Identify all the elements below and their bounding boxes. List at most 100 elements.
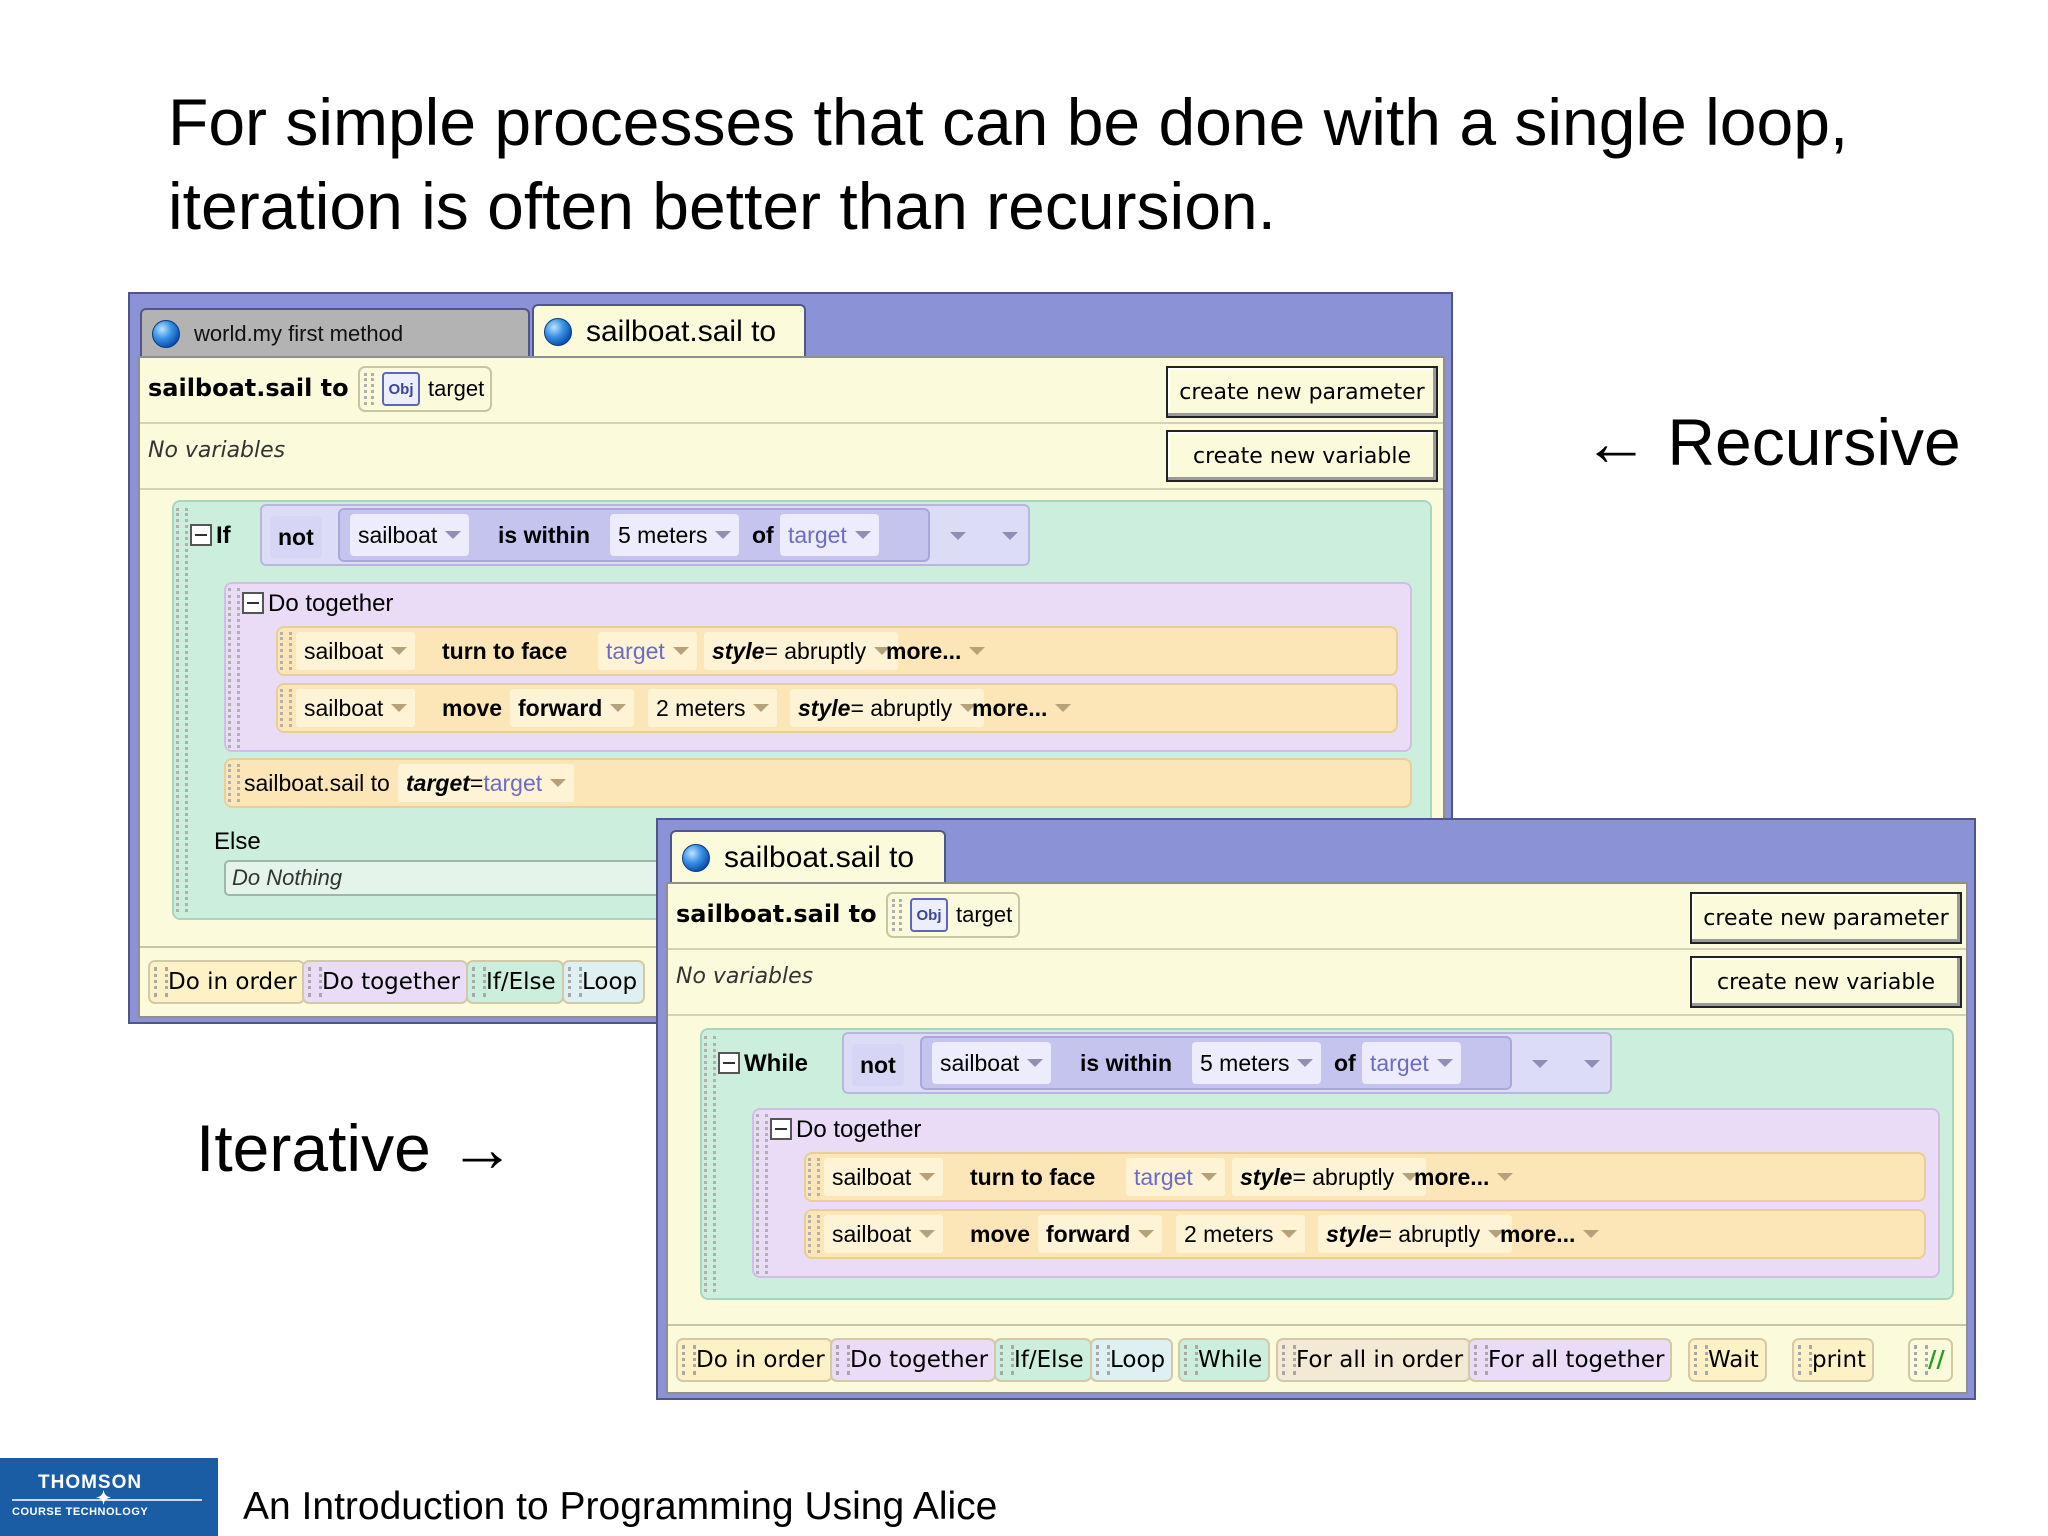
statement-object-dropdown[interactable]: sailboat [824, 1158, 944, 1196]
condition-expression[interactable]: not sailboat is within 5 meters of targe… [260, 504, 1030, 566]
style-dropdown[interactable]: style = abruptly [1232, 1158, 1427, 1196]
dropdown-arrow-icon [445, 531, 462, 539]
target-dropdown[interactable]: target [780, 514, 879, 556]
while-block[interactable]: While not sailboat is within 5 meters of… [700, 1028, 1954, 1300]
object-icon: Obj [910, 898, 948, 932]
condition-expression[interactable]: not sailboat is within 5 meters of targe… [842, 1032, 1612, 1094]
distance-dropdown[interactable]: 5 meters [610, 514, 740, 556]
while-control[interactable]: While [1178, 1338, 1271, 1382]
target-dropdown[interactable]: target [1362, 1042, 1461, 1084]
print-control[interactable]: print [1792, 1338, 1875, 1382]
statement-object-dropdown[interactable]: sailboat [296, 689, 416, 727]
drag-grip-icon [704, 1036, 716, 1292]
dropdown-arrow-icon [1583, 1230, 1600, 1238]
create-new-variable-button[interactable]: create new variable [1690, 956, 1962, 1008]
loop-control[interactable]: Loop [562, 960, 646, 1004]
condition-object-dropdown[interactable]: sailboat [932, 1042, 1052, 1084]
parameter-name: target [956, 902, 1013, 927]
iterative-label: Iterative → [196, 1111, 516, 1185]
parameter-name: target [428, 376, 485, 401]
move-forward-statement[interactable]: sailboat move forward 2 meters style = a… [804, 1209, 1926, 1259]
not-operator[interactable]: not [852, 1044, 904, 1086]
else-keyword: Else [214, 828, 261, 855]
turn-to-face-statement[interactable]: sailboat turn to face target style = abr… [276, 626, 1398, 676]
target-dropdown[interactable]: target [598, 632, 697, 670]
condition-object-dropdown[interactable]: sailboat [350, 514, 470, 556]
parameter-target[interactable]: Obj target [886, 892, 1021, 938]
amount-dropdown[interactable]: 2 meters [1176, 1215, 1306, 1253]
statement-object-dropdown[interactable]: sailboat [824, 1215, 944, 1253]
do-together-block[interactable]: Do together sailboat turn to face target… [752, 1108, 1940, 1278]
direction-dropdown[interactable]: forward [510, 689, 635, 727]
if-else-control[interactable]: If/Else [466, 960, 564, 1004]
turn-to-face-statement[interactable]: sailboat turn to face target style = abr… [804, 1152, 1926, 1202]
loop-control[interactable]: Loop [1090, 1338, 1174, 1382]
dropdown-arrow-icon [1138, 1230, 1155, 1238]
dropdown-arrow-icon [1200, 1173, 1217, 1181]
object-icon: Obj [382, 372, 420, 406]
create-new-variable-button[interactable]: create new variable [1166, 430, 1438, 482]
dropdown-arrow-icon [969, 647, 986, 655]
statement-action: move [442, 694, 503, 721]
comment-control[interactable]: // [1908, 1338, 1953, 1382]
more-dropdown[interactable]: more... [1406, 1158, 1521, 1196]
style-dropdown[interactable]: style = abruptly [704, 632, 899, 670]
dropdown-arrow-icon [1488, 1230, 1505, 1238]
move-forward-statement[interactable]: sailboat move forward 2 meters style = a… [276, 683, 1398, 733]
dropdown-arrow-icon [1297, 1059, 1314, 1067]
create-new-parameter-button[interactable]: create new parameter [1166, 366, 1438, 418]
target-dropdown[interactable]: target [1126, 1158, 1225, 1196]
dropdown-arrow-icon [960, 704, 977, 712]
drag-grip-icon [892, 899, 902, 931]
recursive-call-statement[interactable]: sailboat.sail to target = target [224, 758, 1412, 808]
drag-grip-icon [808, 1158, 820, 1196]
style-dropdown[interactable]: style = abruptly [790, 689, 985, 727]
do-together-control[interactable]: Do together [302, 960, 469, 1004]
do-together-label: Do together [796, 1116, 922, 1143]
is-within-expression[interactable]: sailboat is within 5 meters of target [338, 508, 930, 562]
more-dropdown[interactable]: more... [878, 632, 993, 670]
statement-action: turn to face [442, 637, 568, 664]
tab-sailboat-sail-to[interactable]: sailboat.sail to [670, 830, 946, 884]
collapse-minus-icon[interactable] [242, 592, 264, 614]
dropdown-arrow-icon[interactable] [1584, 1060, 1600, 1068]
more-dropdown[interactable]: more... [964, 689, 1079, 727]
method-header: sailboat.sail to Obj target create new p… [668, 884, 1966, 950]
do-together-block[interactable]: Do together sailboat turn to face target… [224, 582, 1412, 752]
dropdown-arrow-icon [610, 704, 627, 712]
iterative-editor-window: sailboat.sail to sailboat.sail to Obj ta… [656, 818, 1976, 1400]
slide-title: For simple processes that can be done wi… [168, 85, 1849, 243]
no-variables-label: No variables [148, 438, 286, 463]
dropdown-arrow-icon[interactable] [1532, 1060, 1548, 1068]
tab-world-my-first-method[interactable]: world.my first method [140, 308, 530, 358]
is-within-expression[interactable]: sailboat is within 5 meters of target [920, 1036, 1512, 1090]
thomson-logo: THOMSON ✦ COURSE TECHNOLOGY [0, 1458, 218, 1536]
statement-object-dropdown[interactable]: sailboat [296, 632, 416, 670]
parameter-dropdown[interactable]: target = target [398, 764, 575, 802]
for-all-together-control[interactable]: For all together [1468, 1338, 1673, 1382]
tab-label: sailboat.sail to [586, 315, 777, 348]
wait-control[interactable]: Wait [1688, 1338, 1767, 1382]
more-dropdown[interactable]: more... [1492, 1215, 1607, 1253]
distance-dropdown[interactable]: 5 meters [1192, 1042, 1322, 1084]
dropdown-arrow-icon[interactable] [1002, 532, 1018, 540]
collapse-minus-icon[interactable] [770, 1118, 792, 1140]
for-all-in-order-control[interactable]: For all in order [1276, 1338, 1472, 1382]
create-new-parameter-button[interactable]: create new parameter [1690, 892, 1962, 944]
do-in-order-control[interactable]: Do in order [148, 960, 305, 1004]
do-in-order-control[interactable]: Do in order [676, 1338, 833, 1382]
if-else-control[interactable]: If/Else [994, 1338, 1092, 1382]
tab-label: sailboat.sail to [724, 841, 915, 874]
collapse-minus-icon[interactable] [718, 1052, 740, 1074]
not-operator[interactable]: not [270, 516, 322, 558]
no-variables-label: No variables [676, 964, 814, 989]
dropdown-arrow-icon [1402, 1173, 1419, 1181]
dropdown-arrow-icon[interactable] [950, 532, 966, 540]
collapse-minus-icon[interactable] [190, 524, 212, 546]
amount-dropdown[interactable]: 2 meters [648, 689, 778, 727]
direction-dropdown[interactable]: forward [1038, 1215, 1163, 1253]
tab-sailboat-sail-to[interactable]: sailboat.sail to [532, 304, 806, 358]
parameter-target[interactable]: Obj target [358, 366, 493, 412]
do-together-control[interactable]: Do together [830, 1338, 997, 1382]
style-dropdown[interactable]: style = abruptly [1318, 1215, 1513, 1253]
